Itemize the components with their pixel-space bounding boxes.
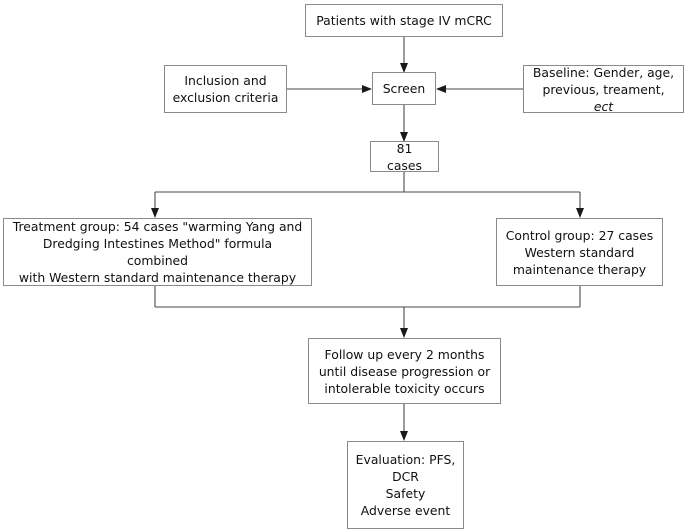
treatment-line-3: with Western standard maintenance therap… <box>18 270 297 285</box>
connector-patients-to-screen <box>400 37 408 73</box>
evaluation-line-4: Adverse event <box>360 503 451 518</box>
connector-screen-to-cases <box>400 105 408 142</box>
evaluation-line-2: DCR <box>392 469 419 484</box>
inclusion-exclusion-box[interactable]: Inclusion and exclusion criteria <box>164 65 287 113</box>
screen-line-1: Screen <box>382 81 426 96</box>
control-group-box[interactable]: Control group: 27 cases Western standard… <box>496 218 663 286</box>
screen-box[interactable]: Screen <box>372 72 436 105</box>
baseline-line-1: Baseline: Gender, age, <box>532 64 675 80</box>
connector-followup-to-evaluation <box>400 404 408 441</box>
treatment-line-2: Dredging Intestines Method" formula comb… <box>42 236 273 268</box>
patients-box[interactable]: Patients with stage IV mCRC <box>305 4 503 37</box>
connector-inclusion-to-screen <box>287 85 372 93</box>
baseline-italic-ect: ect <box>593 98 614 114</box>
baseline-line-2-text: previous, treament, <box>542 81 665 97</box>
evaluation-box[interactable]: Evaluation: PFS, DCR Safety Adverse even… <box>347 441 464 529</box>
follow-up-box[interactable]: Follow up every 2 months until disease p… <box>308 338 501 404</box>
evaluation-line-3: Safety <box>385 486 426 501</box>
control-line-2: Western standard <box>524 244 635 260</box>
control-line-1: Control group: 27 cases <box>505 227 654 243</box>
connector-baseline-to-screen <box>436 85 523 93</box>
cases-line-1: 81 cases <box>387 140 422 173</box>
followup-line-1: Follow up every 2 months <box>324 346 485 362</box>
connector-cases-split <box>151 172 584 218</box>
treatment-group-box[interactable]: Treatment group: 54 cases "warming Yang … <box>3 218 312 286</box>
inclusion-line-2: exclusion criteria <box>172 90 279 105</box>
cases-box[interactable]: 81 cases <box>370 140 439 173</box>
patients-line-1: Patients with stage IV mCRC <box>316 13 492 28</box>
inclusion-line-1: Inclusion and <box>184 73 267 88</box>
baseline-line-2: previous, treament, ect <box>531 81 676 115</box>
evaluation-line-1: Evaluation: PFS, <box>355 452 456 467</box>
followup-line-2: until disease progression or <box>318 363 491 379</box>
control-line-3: maintenance therapy <box>512 261 647 277</box>
baseline-box[interactable]: Baseline: Gender, age, previous, treamen… <box>523 64 684 115</box>
treatment-line-1: Treatment group: 54 cases "warming Yang … <box>12 219 303 234</box>
connector-groups-to-followup <box>154 286 581 338</box>
followup-line-3: intolerable toxicity occurs <box>324 380 485 396</box>
